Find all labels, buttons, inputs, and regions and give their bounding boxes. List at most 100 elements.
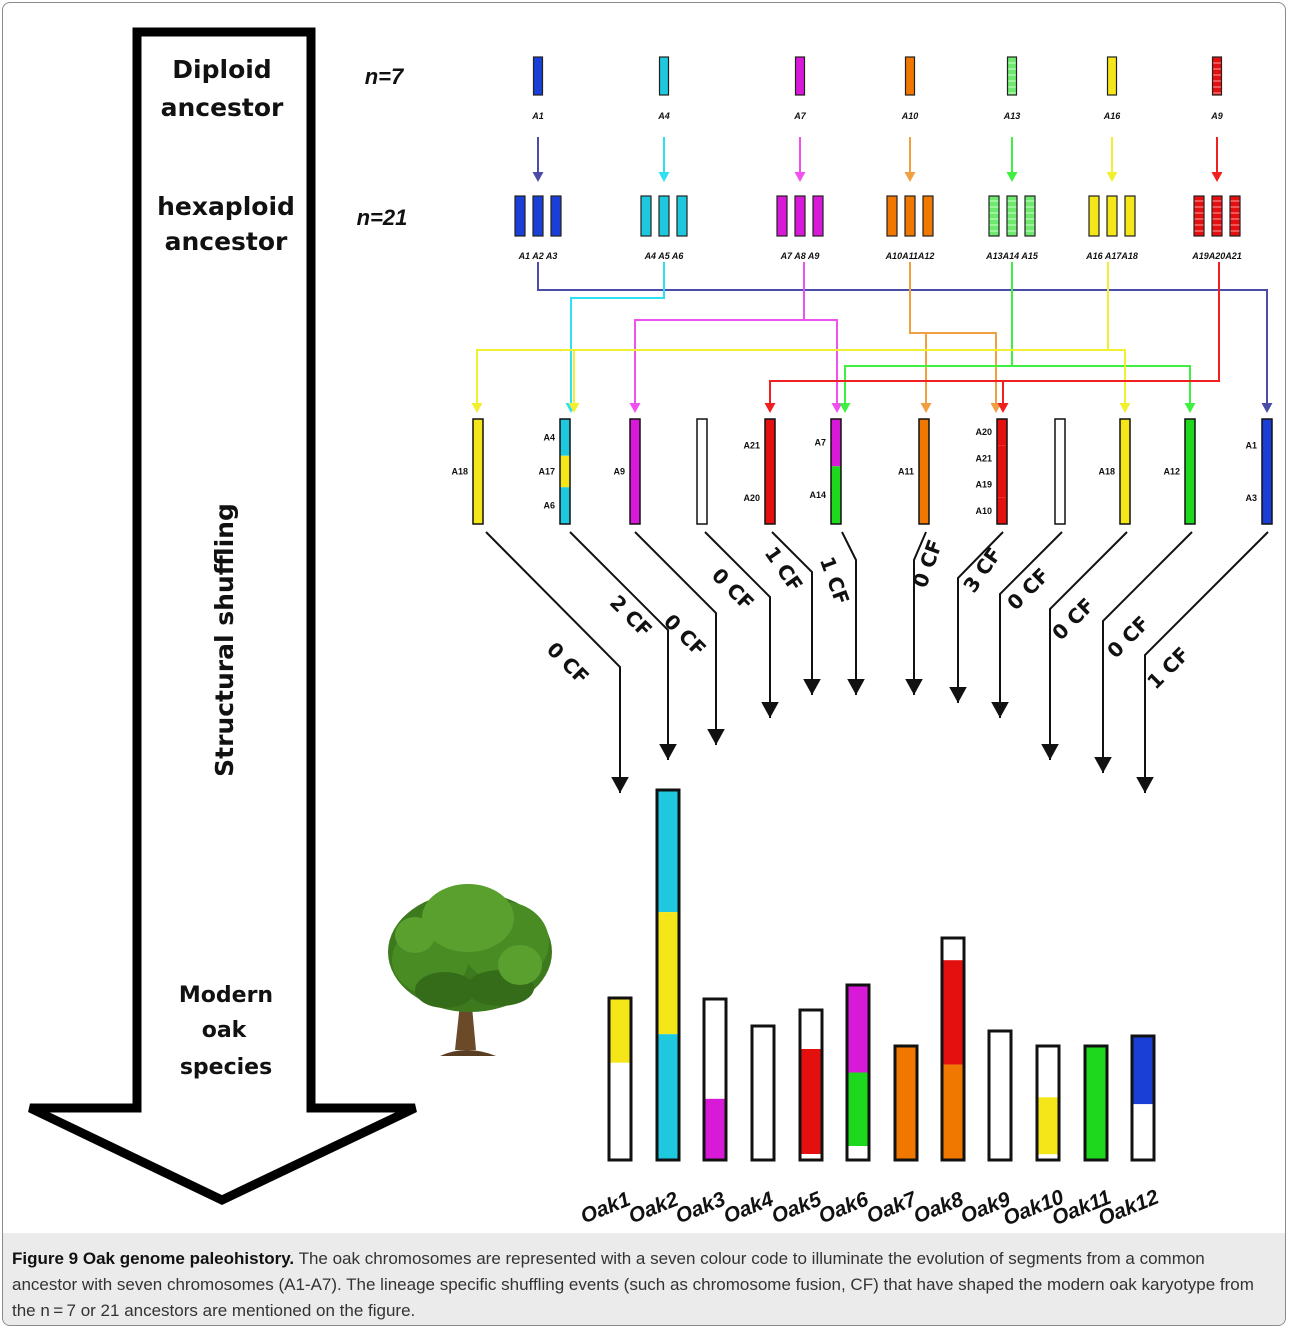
hexaploid-chromosome <box>1006 195 1018 237</box>
shuffled-segment <box>630 419 640 524</box>
hexaploid-chromosome <box>532 195 544 237</box>
modern-segment <box>942 960 964 1065</box>
fusion-arrowhead <box>1041 744 1059 760</box>
caption-box <box>3 1233 1285 1325</box>
hexaploid-label: A19A20A21 <box>1191 251 1242 261</box>
segment-label: A18 <box>451 467 468 477</box>
ancestor-arrowhead <box>532 172 544 182</box>
paleohistory-diagram: Diploid ancestor hexaploid ancestor Stru… <box>28 27 1273 1230</box>
hexaploid-chromosome <box>550 195 562 237</box>
caption-title: Figure 9 Oak genome paleohistory. <box>12 1249 295 1268</box>
fusion-arrowhead <box>803 679 821 695</box>
shuffled-segment <box>560 487 570 524</box>
modern-segment <box>800 1049 822 1154</box>
diploid-chromosome-A10: A10 <box>901 56 919 182</box>
segment-label: A1 <box>1245 440 1257 450</box>
hexaploid-label: A7 A8 A9 <box>780 251 820 261</box>
segment-label: A20 <box>975 427 992 437</box>
segment-label: A11 <box>898 467 914 477</box>
fusion-arrowhead <box>659 744 677 760</box>
shuffled-segment <box>765 471 775 524</box>
fusion-arrowhead <box>949 687 967 703</box>
timeline-arrow <box>28 27 417 1205</box>
diploid-label: A13 <box>1003 111 1021 121</box>
modern-segment <box>609 1062 631 1160</box>
hexaploid-chromosome <box>658 195 670 237</box>
shuffled-chromosome-10: A18 <box>1098 418 1131 525</box>
segment-label: A12 <box>1163 467 1180 477</box>
modern-segment <box>1037 1154 1059 1160</box>
modern-segment <box>847 1072 869 1146</box>
modern-chromosome-Oak5: Oak5 <box>768 1008 825 1228</box>
shuffled-segment <box>1262 471 1272 524</box>
fusion-path-2: 2 CF <box>569 531 677 760</box>
hexaploid-label: A13A14 A15 <box>985 251 1039 261</box>
fusion-count-label: 2 CF <box>605 590 657 642</box>
hexaploid-chromosome <box>1024 195 1036 237</box>
fusion-path-6: 1 CF <box>815 531 865 695</box>
modern-segment <box>942 938 964 961</box>
diploid-chromosome-A16: A16 <box>1103 56 1121 182</box>
diploid-label: A4 <box>657 111 670 121</box>
ploidy-diploid: n=7 <box>365 64 405 89</box>
fusion-count-label: 1 CF <box>815 553 854 607</box>
shuffled-segment <box>697 419 707 524</box>
diploid-label: A10 <box>901 111 919 121</box>
fusion-count-label: 1 CF <box>760 542 808 596</box>
modern-segment <box>704 1098 726 1160</box>
hexaploid-chromosome <box>904 195 916 237</box>
segment-label: A3 <box>1245 493 1257 503</box>
segment-label: A19 <box>975 480 992 490</box>
link-yellow <box>573 262 1109 404</box>
modern-segment <box>752 1026 774 1160</box>
hexaploid-chromosome <box>676 195 688 237</box>
link-magenta <box>803 262 838 404</box>
link-arrowhead <box>629 403 641 413</box>
modern-segment <box>989 1031 1011 1160</box>
diploid-chromosome-A9: A9 <box>1210 56 1223 182</box>
diploid-label: A1 <box>531 111 544 121</box>
shuffled-chromosome-1: A18 <box>451 418 484 525</box>
hexaploid-chromosome <box>794 195 806 237</box>
fusion-path-12: 1 CF <box>1136 531 1269 793</box>
diploid-chromosome-A4: A4 <box>657 56 670 182</box>
fusion-arrowhead <box>761 702 779 718</box>
modern-segment <box>800 1010 822 1049</box>
segment-label: A9 <box>613 467 625 477</box>
segment-label: A14 <box>809 490 826 500</box>
shuffled-segment <box>1120 419 1130 524</box>
shuffled-segment <box>473 419 483 524</box>
link-arrowhead <box>764 403 776 413</box>
segment-label: A17 <box>538 467 555 477</box>
oak-tree-illustration <box>388 884 552 1056</box>
stage-modern-line2: oak <box>202 1018 248 1043</box>
segment-label: A6 <box>543 501 555 511</box>
fusion-arrowhead <box>1094 757 1112 773</box>
modern-segment <box>1085 1046 1107 1160</box>
ancestor-arrowhead <box>1006 172 1018 182</box>
ploidy-hexaploid: n=21 <box>357 205 408 230</box>
diploid-label: A7 <box>793 111 806 121</box>
shuffled-chromosome-7: A11 <box>898 418 930 525</box>
shuffled-segment <box>997 497 1007 524</box>
hexaploid-group-4: A10A11A12 <box>885 195 934 261</box>
link-arrowhead <box>839 403 851 413</box>
link-arrowhead <box>1261 403 1273 413</box>
link-arrowhead <box>831 403 843 413</box>
hexaploid-chromosome <box>640 195 652 237</box>
shuffled-segment <box>1055 419 1065 524</box>
hexaploid-group-7: A19A20A21 <box>1191 195 1242 261</box>
link-red <box>1002 262 1220 404</box>
fusion-count-label: 0 CF <box>908 536 947 590</box>
modern-segment <box>704 999 726 1099</box>
stage-diploid-line1: Diploid <box>172 55 271 84</box>
stage-diploid-line2: ancestor <box>161 93 284 122</box>
link-blue <box>537 262 1268 404</box>
fusion-arrowhead <box>847 679 865 695</box>
fusion-count-label: 0 CF <box>659 609 711 661</box>
hexaploid-chromosome <box>886 195 898 237</box>
modern-segment <box>847 1146 869 1160</box>
